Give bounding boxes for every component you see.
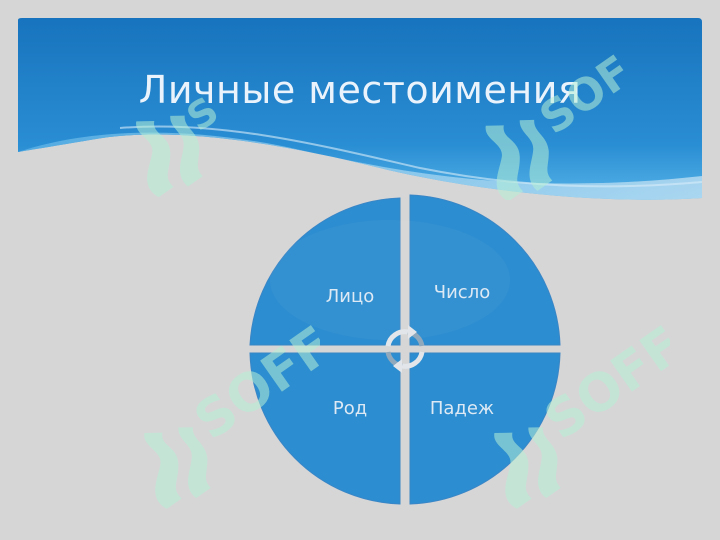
quadrant-label-bottom-right: Падеж bbox=[430, 398, 494, 419]
pronoun-categories-diagram: Лицо Число Род Падеж bbox=[249, 194, 561, 505]
quadrant-label-bottom-left: Род bbox=[333, 398, 367, 419]
watermark-logo-top-right: SOF bbox=[485, 46, 641, 200]
quadrant-top-right bbox=[409, 194, 561, 346]
quadrant-label-top-left: Лицо bbox=[326, 286, 375, 307]
page-title: Личные местоимения bbox=[138, 68, 582, 112]
watermark-logo-bottom-left: SOFF bbox=[144, 315, 320, 509]
watermark-logo-bottom-right: SOFF bbox=[494, 315, 670, 509]
svg-text:SOF: SOF bbox=[531, 46, 641, 145]
watermark-text-bottom-right: SOFF bbox=[534, 315, 670, 452]
cycle-arrows-icon bbox=[385, 325, 425, 373]
banner-wave-highlight bbox=[119, 125, 703, 188]
quadrant-bottom-left bbox=[249, 352, 401, 505]
title-banner bbox=[18, 18, 703, 200]
watermark-text-bottom-left: SOFF bbox=[184, 315, 320, 452]
banner-background bbox=[18, 18, 702, 200]
watermark-logo-top-left: S bbox=[136, 88, 227, 198]
quadrant-top-left bbox=[249, 197, 401, 346]
diagram-sheen bbox=[270, 220, 510, 340]
quadrant-label-top-right: Число bbox=[434, 282, 490, 303]
